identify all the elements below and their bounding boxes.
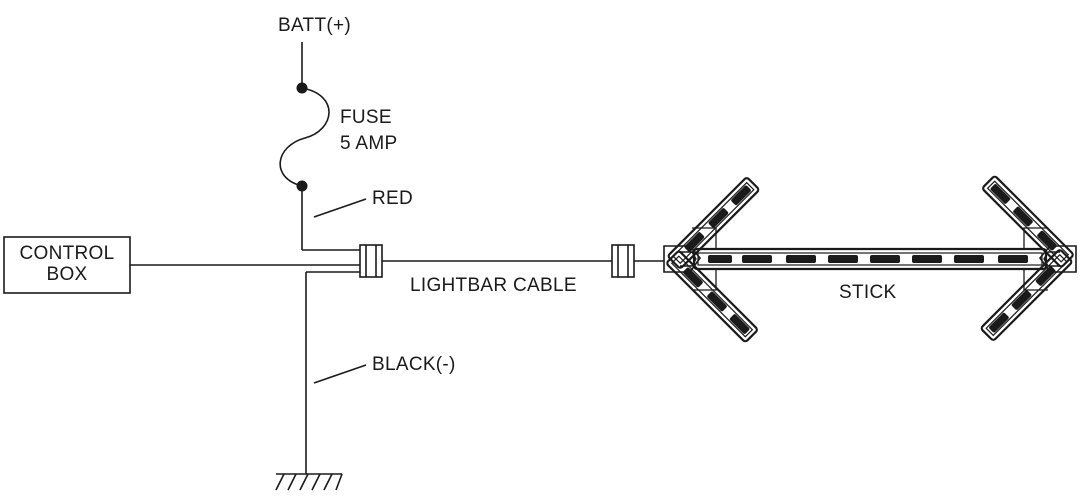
red-wire-label: RED xyxy=(372,188,414,209)
control-box-label: CONTROL BOX xyxy=(4,237,130,293)
ground-symbol xyxy=(275,473,343,491)
black-leader xyxy=(313,364,367,384)
black-wire-label: BLACK(-) xyxy=(372,354,456,375)
fuse-rating-label: 5 AMP xyxy=(340,133,398,154)
fuse-label: FUSE xyxy=(340,107,392,128)
fuse-symbol xyxy=(279,87,330,187)
red-leader xyxy=(313,198,367,218)
control-box-label-line2: BOX xyxy=(46,264,88,285)
control-box-label-line1: CONTROL xyxy=(19,243,115,265)
connector-left xyxy=(359,244,383,278)
stick-label: STICK xyxy=(839,282,897,303)
lightbar-cable-label: LIGHTBAR CABLE xyxy=(410,275,577,296)
fuse-terminal-top xyxy=(296,82,308,94)
connector-right xyxy=(611,244,635,278)
fuse-terminal-bottom xyxy=(296,180,308,192)
batt-label: BATT(+) xyxy=(278,15,351,36)
stick-lightbar xyxy=(663,175,1077,343)
light-modules xyxy=(683,184,1057,334)
